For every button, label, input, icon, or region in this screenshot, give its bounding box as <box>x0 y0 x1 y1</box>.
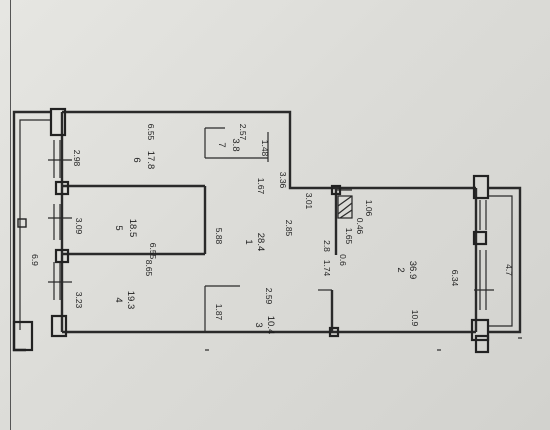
dim-corridor-width: 2.85 <box>284 220 294 237</box>
dim-balcony-right: 4.7 <box>504 264 514 276</box>
sheet-edge-line <box>10 0 11 430</box>
dim-kitchen-c: 1.74 <box>322 260 332 277</box>
dim-corridor-right: 3.36 <box>278 172 288 189</box>
room-5-number: 5 <box>113 225 124 230</box>
left-balcony <box>12 110 52 352</box>
columns <box>12 107 490 354</box>
dim-top-left-room-height: 2.98 <box>72 150 82 167</box>
room-7-number: 7 <box>216 142 227 147</box>
room-4-number: 4 <box>113 297 124 302</box>
dim-shaft-a: 1.65 <box>344 228 354 245</box>
dim-top-left-room-width: 6.55 <box>146 124 156 141</box>
dim-kitchen-a: 2.8 <box>322 240 332 252</box>
dim-room3-width: 2.59 <box>264 288 274 305</box>
dim-bath-height: 1.48 <box>260 140 270 157</box>
dim-room4-width: 8.65 <box>144 260 154 277</box>
outer-walls <box>60 110 478 334</box>
dimension-labels: 6.55 2.98 2.57 1.48 1.67 3.36 3.09 6.55 … <box>30 124 514 327</box>
dim-room4-height: 3.23 <box>74 292 84 309</box>
dim-corridor-depth: 5.88 <box>214 228 224 245</box>
dim-shaft-b: 0.46 <box>355 218 365 235</box>
dim-balcony-left: 6.9 <box>30 254 40 266</box>
room-1-number: 1 <box>243 239 254 244</box>
shaft-hatch <box>337 195 353 219</box>
room-3-number: 3 <box>253 322 264 327</box>
room-5-area: 18.5 <box>127 219 138 238</box>
room-7-area: 3.8 <box>230 138 241 151</box>
dim-bath-width: 2.57 <box>238 124 248 141</box>
inner-walls <box>62 127 352 332</box>
dim-shaft-c: 1.06 <box>364 200 374 217</box>
room-3-area: 10.4 <box>265 316 276 335</box>
dim-room3-depth: 1.87 <box>214 304 224 321</box>
dim-step-a: 3.01 <box>304 193 314 210</box>
room-2-area: 36.9 <box>407 261 418 280</box>
dimension-ticks <box>205 337 522 351</box>
dim-room5-height: 3.09 <box>74 218 84 235</box>
dim-room5-width: 6.55 <box>148 243 158 260</box>
dim-room2-width: 10.9 <box>410 310 420 327</box>
dim-corridor-small: 1.67 <box>256 178 266 195</box>
room-1-area: 28.4 <box>255 233 266 252</box>
dim-kitchen-b: 0.6 <box>338 254 348 266</box>
room-labels: 6 17.8 7 3.8 5 18.5 1 28.4 4 19.3 3 10.4… <box>113 138 418 334</box>
room-6-number: 6 <box>131 157 142 162</box>
right-balcony <box>488 186 522 334</box>
dim-room2-height: 6.34 <box>450 270 460 287</box>
room-6-area: 17.8 <box>145 151 156 170</box>
windows <box>48 140 494 310</box>
room-4-area: 19.3 <box>125 291 136 310</box>
room-2-number: 2 <box>395 267 406 272</box>
